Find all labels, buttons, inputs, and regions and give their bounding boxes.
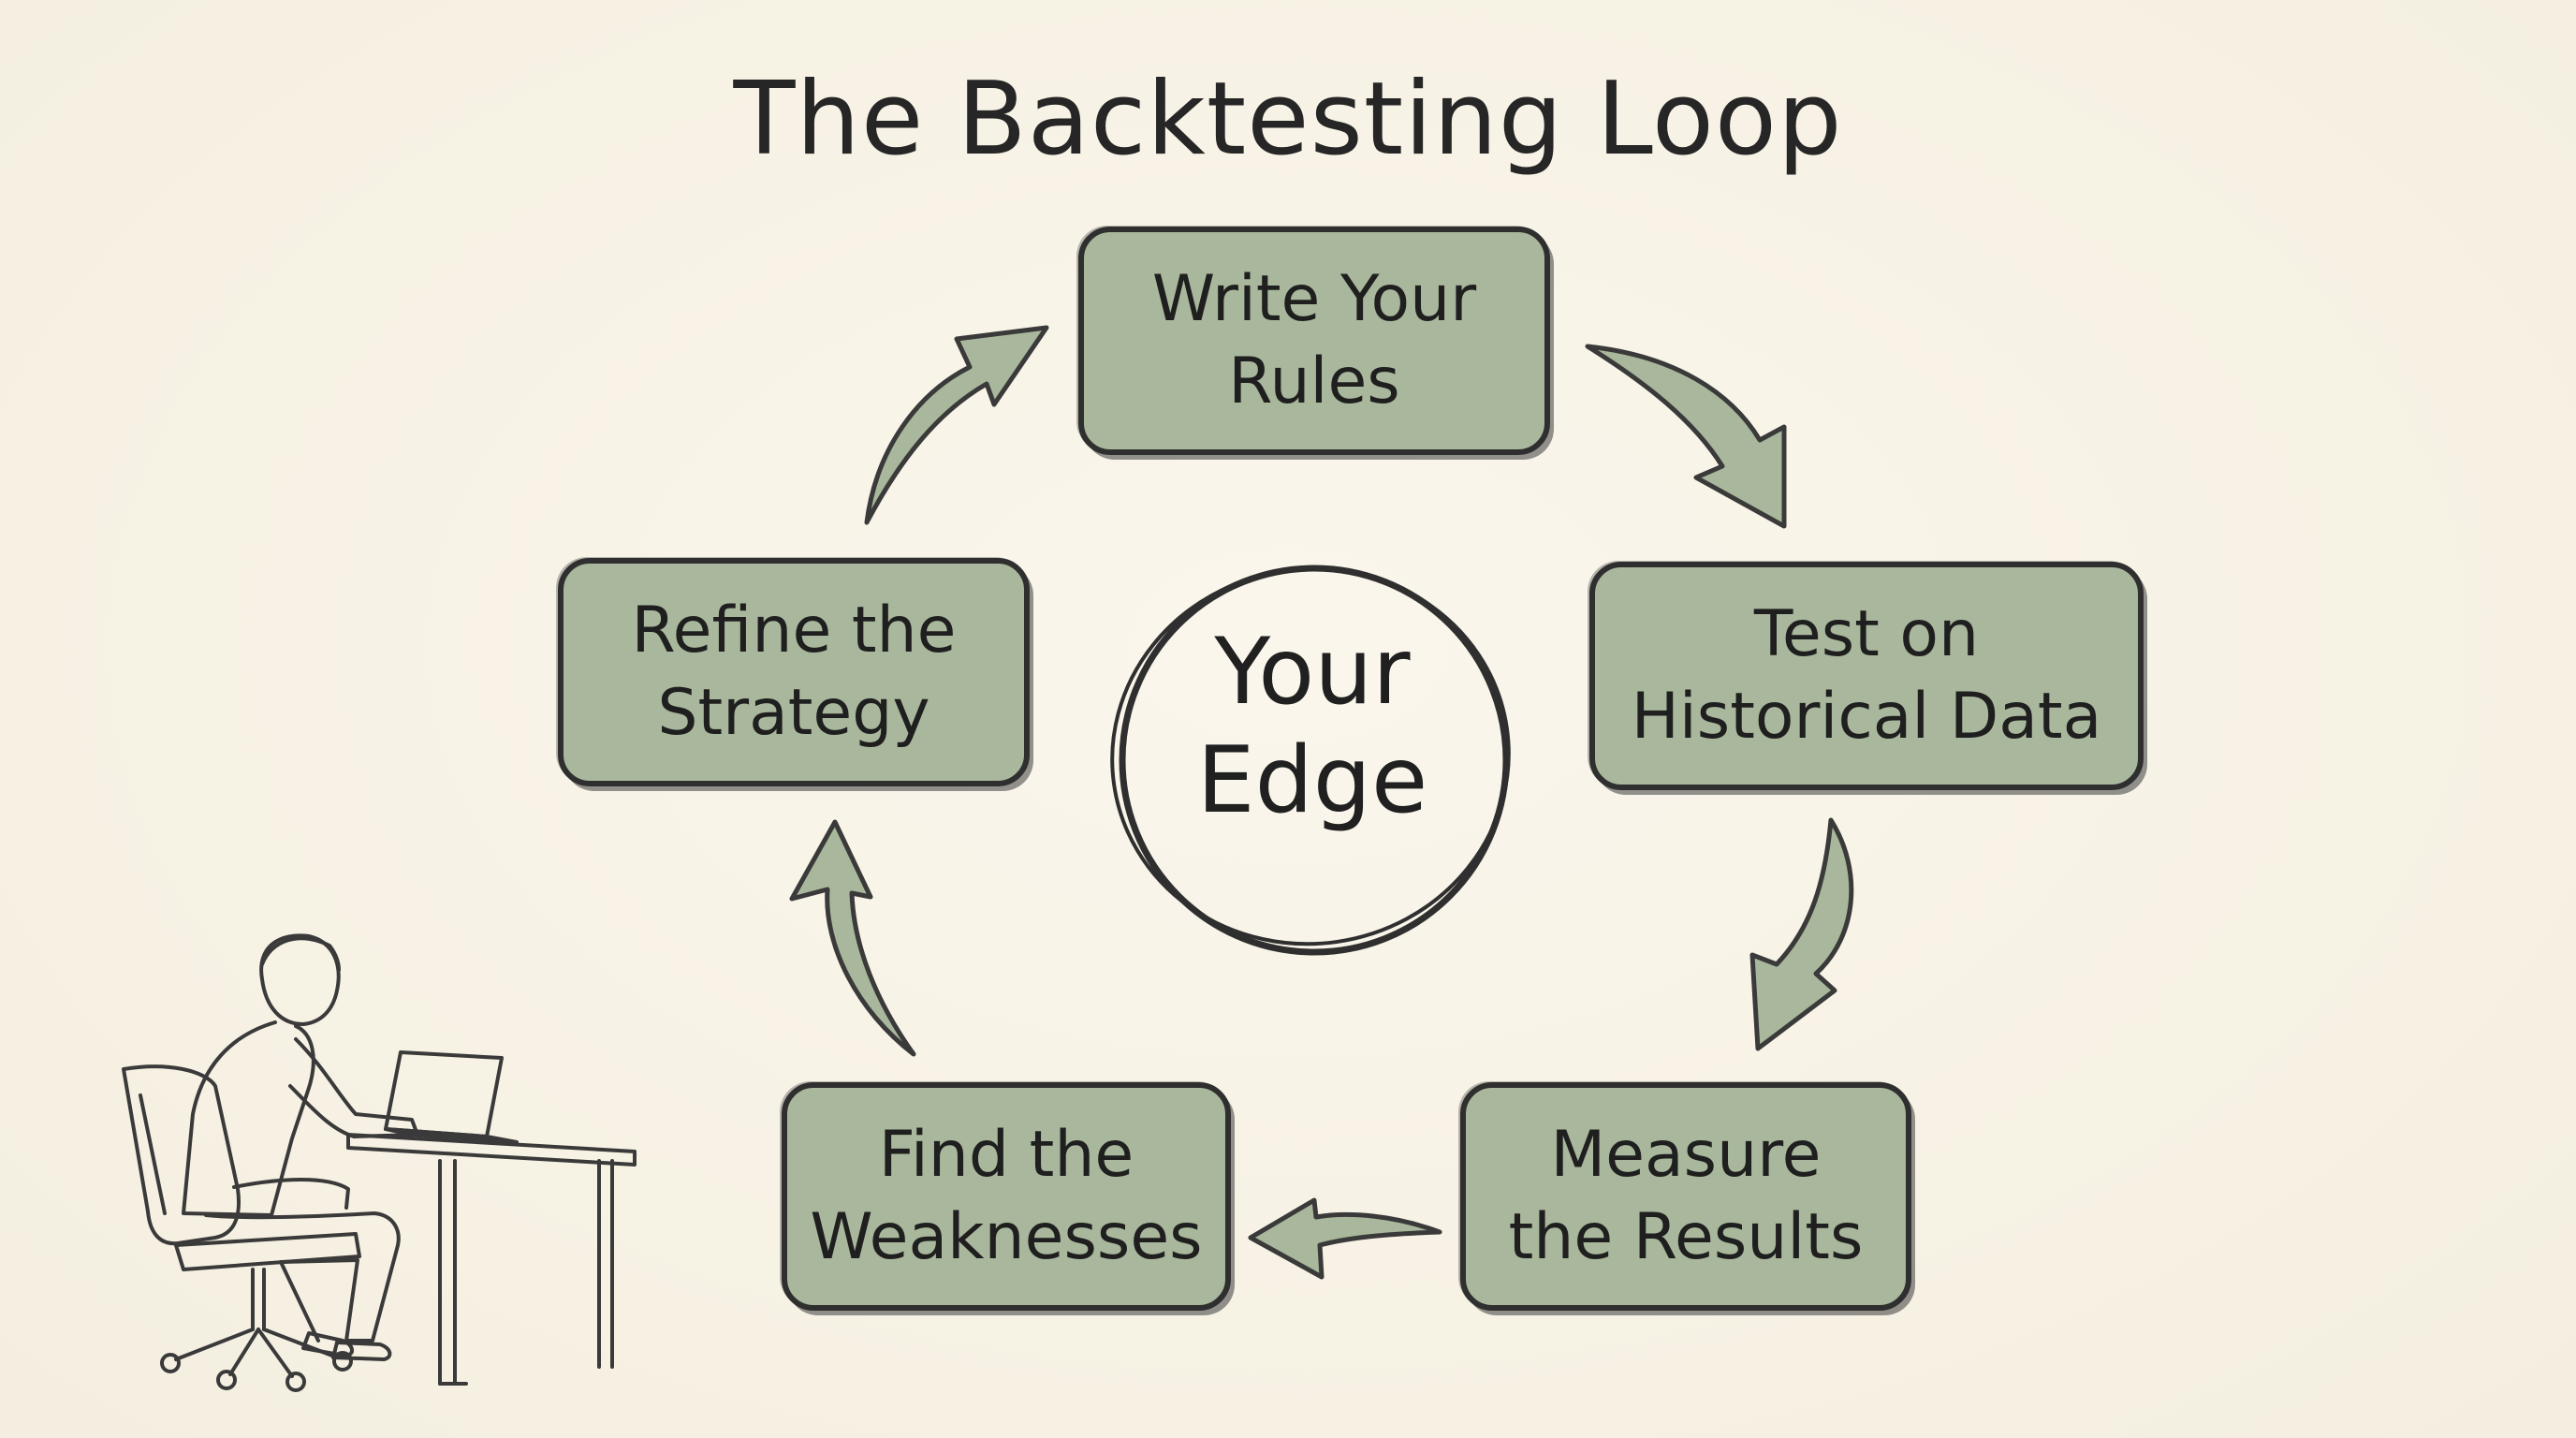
center-label-your-edge: Your Edge	[1196, 619, 1428, 834]
step-label-refine-strategy: Refine the Strategy	[631, 594, 957, 750]
person-at-laptop-desk-illustration	[122, 933, 637, 1392]
page-title: The Backtesting Loop	[733, 61, 1843, 178]
step-box-find-weaknesses: Find the Weaknesses	[782, 1082, 1231, 1311]
arrow-measure-to-find-icon	[1248, 1197, 1442, 1280]
step-box-test-historical-data: Test on Historical Data	[1589, 562, 2144, 790]
center-circle	[1110, 565, 1511, 956]
step-label-write-rules: Write Your Rules	[1151, 262, 1477, 418]
step-label-measure-results: Measure the Results	[1508, 1118, 1864, 1274]
arrow-write-to-test-icon	[1585, 344, 1787, 529]
arrow-refine-to-write-icon	[864, 325, 1049, 525]
step-box-measure-results: Measure the Results	[1460, 1082, 1911, 1311]
step-box-write-rules: Write Your Rules	[1078, 227, 1550, 455]
step-box-refine-strategy: Refine the Strategy	[558, 558, 1030, 786]
step-label-find-weaknesses: Find the Weaknesses	[810, 1118, 1203, 1274]
arrow-test-to-measure-icon	[1749, 817, 1854, 1051]
step-label-test-historical-data: Test on Historical Data	[1631, 597, 2102, 754]
arrow-find-to-refine-icon	[789, 819, 916, 1057]
